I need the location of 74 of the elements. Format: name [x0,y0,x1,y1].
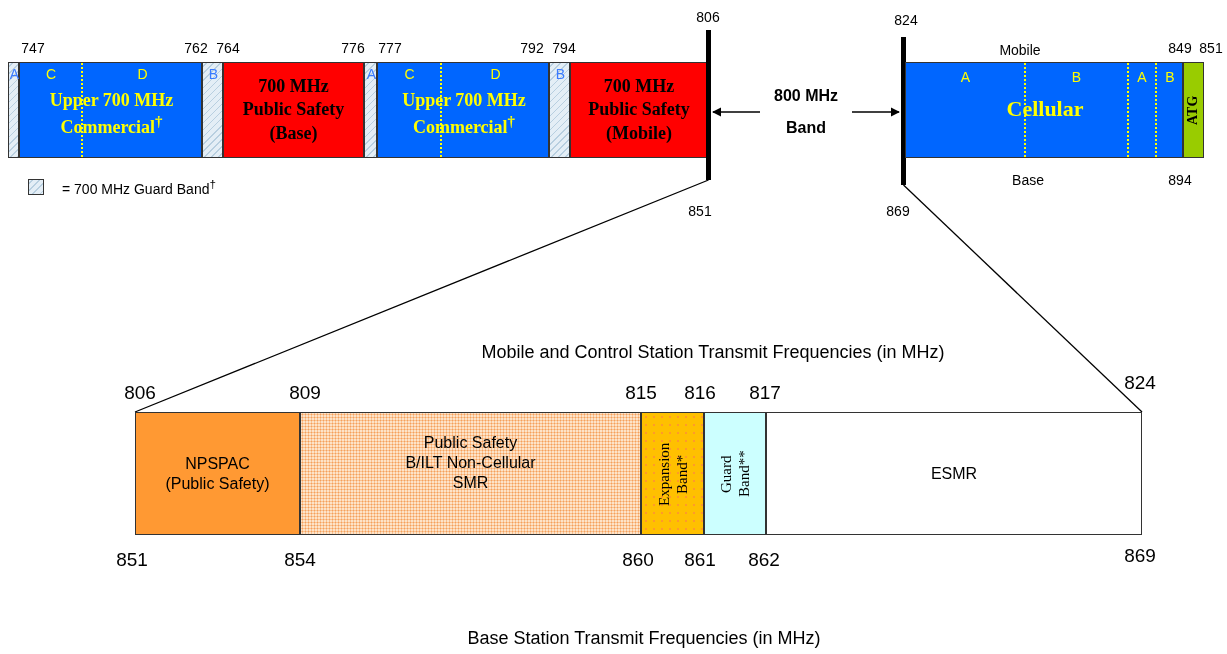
arrow [851,107,900,117]
sub-block-letter: D [136,66,149,82]
sub-block-letter: B [1164,69,1176,85]
block-label: Public Safety B/ILT Non-Cellular SMR [404,432,537,493]
frequency-label: 851 [688,203,712,219]
axis-caption: Mobile and Control Station Transmit Frequencies (in MHz) [481,342,945,363]
sub-block-letter: C [44,66,58,82]
frequency-label: 854 [284,549,316,571]
sub-block-letter: A [959,69,972,85]
frequency-label: 777 [378,40,402,56]
frequency-label: 794 [552,40,576,56]
spectrum-block [641,412,704,535]
frequency-label: 815 [625,382,657,404]
zoom-line [134,179,710,413]
frequency-label: 862 [748,549,780,571]
block-label: 700 MHz Public Safety (Base) [241,74,346,145]
sub-block-letter: B [207,66,220,82]
block-label: 700 MHz Public Safety (Mobile) [587,74,691,145]
frequency-label: 764 [216,40,240,56]
block-title: Cellular [1005,95,1085,123]
zoom-line [902,184,1143,413]
block-label: ATG [1185,94,1202,127]
guard-band-segment [364,62,377,158]
frequency-label: 894 [1168,172,1192,188]
frequency-label: 824 [894,12,918,28]
block-label: Expansion Band* [654,440,691,508]
frequency-label: 806 [696,9,720,25]
frequency-label: Base [1012,172,1044,188]
spectrum-block [570,62,708,158]
sub-block-letter: A [1136,69,1148,85]
frequency-label: 809 [289,382,321,404]
frequency-label: 851 [1199,40,1223,56]
spectrum-block [135,412,300,535]
frequency-label: 817 [749,382,781,404]
block-label: Guard Band** [717,449,753,499]
frequency-label: 806 [124,382,156,404]
sub-block-letter: B [554,66,567,82]
arrow [712,107,761,117]
frequency-label: 824 [1124,372,1156,394]
sub-block-letter: D [489,66,502,82]
frequency-label: 851 [116,549,148,571]
block-label: ESMR [930,463,978,484]
spectrum-block [223,62,364,158]
guard-band-segment [8,62,19,158]
block-title: Upper 700 MHz Commercial$^{†}$ [48,89,175,140]
frequency-label: 792 [520,40,544,56]
frequency-label: 762 [184,40,208,56]
block-label: 800 MHz Band [773,86,839,138]
sub-block-letter: A [365,66,378,82]
spectrum-block [300,412,641,535]
band-edge-bar [706,30,711,180]
frequency-label: 816 [684,382,716,404]
block-label: NPSPAC (Public Safety) [164,453,271,494]
frequency-label: 869 [886,203,910,219]
spectrum-block [19,62,202,158]
spectrum-block [766,412,1142,535]
guard-band-segment [549,62,570,158]
block-title: Upper 700 MHz Commercial$^{†}$ [401,89,527,140]
frequency-label: 776 [341,40,365,56]
spectrum-block [377,62,549,158]
guard-band-segment [202,62,223,158]
frequency-label: Mobile [999,42,1041,58]
axis-caption: Base Station Transmit Frequencies (in MHz) [467,628,821,649]
frequency-label: 849 [1168,40,1192,56]
frequency-label: 861 [684,549,716,571]
frequency-label: 869 [1124,545,1156,567]
frequency-label: 747 [21,40,45,56]
spectrum-block [1183,62,1204,158]
frequency-label: 860 [622,549,654,571]
spectrum-block [905,62,1183,158]
sub-block-letter: C [403,66,416,82]
legend-text: = 700 MHz Guard Band$^{†}$ [62,177,216,197]
spectrum-block [704,412,766,535]
sub-block-letter: B [1070,69,1083,85]
